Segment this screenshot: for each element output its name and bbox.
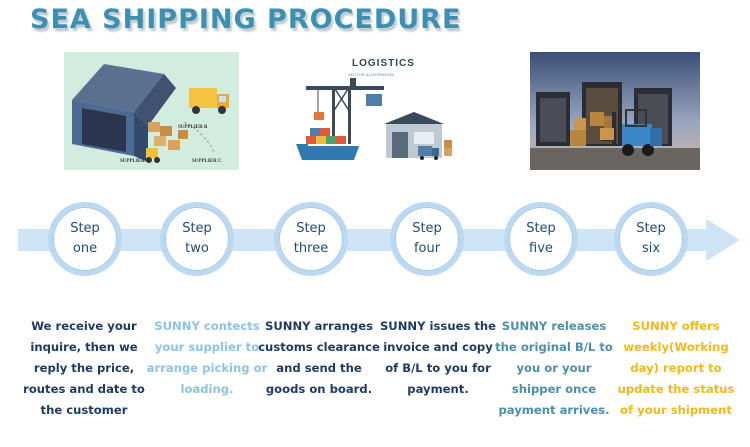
step-three-word: Step [296, 221, 326, 236]
description-line: loading. [180, 382, 234, 396]
step-five-description: SUNNY releases the original B/L to you o… [488, 316, 620, 421]
description-line: and send the [276, 361, 362, 375]
description-line: your supplier to [154, 340, 260, 354]
description-line: the customer [40, 403, 128, 417]
description-line: goods on board. [265, 382, 373, 396]
truck-loading-illustration [530, 52, 700, 170]
description-line: arrange picking or [146, 361, 268, 375]
step-six-number: six [641, 241, 661, 256]
description-line: invoice and copy [383, 340, 493, 354]
description-line: payment arrives. [498, 403, 610, 417]
description-line: of your shipment [620, 403, 732, 417]
step-two-circle: Step two [160, 202, 234, 276]
logistics-illustration: LOGISTICS VECTOR ILLUSTRATION [292, 52, 462, 170]
description-line: update the status [617, 382, 735, 396]
step-one-description: We receive your inquire, then we reply t… [18, 316, 150, 421]
step-one-number: one [72, 241, 98, 256]
step-six-description: SUNNY offers weekly(Working day) report … [610, 316, 742, 421]
step-four-number: four [413, 241, 441, 256]
step-six-circle: Step six [614, 202, 688, 276]
description-line: you or your [516, 361, 592, 375]
description-line: SUNNY issues the [379, 319, 497, 333]
description-line: payment. [407, 382, 469, 396]
description-line: the original B/L to [495, 340, 613, 354]
step-five-number: five [529, 241, 553, 256]
step-three-circle: Step three [274, 202, 348, 276]
logistics-title: LOGISTICS [352, 58, 415, 69]
description-line: reply the price, [33, 361, 135, 375]
step-four-circle: Step four [390, 202, 464, 276]
description-line: routes and date to [23, 382, 145, 396]
step-one-circle: Step one [48, 202, 122, 276]
description-line: SUNNY contects [154, 319, 260, 333]
description-line: shipper once [511, 382, 597, 396]
warehouse-illustration: SUPPLIER B SUPPLIER A SUPPLIER C [64, 52, 239, 170]
step-four-word: Step [412, 221, 442, 236]
description-line: inquire, then we [30, 340, 138, 354]
step-six-word: Step [636, 221, 666, 236]
step-two-word: Step [182, 221, 212, 236]
step-four-description: SUNNY issues the invoice and copy of B/L… [372, 316, 504, 400]
description-line: SUNNY offers [632, 319, 720, 333]
description-line: of B/L to you for [385, 361, 491, 375]
logistics-subtitle: VECTOR ILLUSTRATION [348, 72, 395, 77]
step-two-description: SUNNY contects your supplier to arrange … [141, 316, 273, 400]
step-three-number: three [293, 241, 329, 256]
step-one-word: Step [70, 221, 100, 236]
supplier-a-label: SUPPLIER A [120, 159, 150, 164]
description-line: day) report to [630, 361, 722, 375]
description-line: customs clearance [258, 340, 380, 354]
step-five-word: Step [526, 221, 556, 236]
page-title: SEA SHIPPING PROCEDURE [30, 4, 462, 35]
description-line: weekly(Working [623, 340, 729, 354]
description-line: SUNNY arranges [264, 319, 373, 333]
step-three-description: SUNNY arranges customs clearance and sen… [253, 316, 385, 400]
step-five-circle: Step five [504, 202, 578, 276]
description-line: We receive your [31, 319, 137, 333]
supplier-b-label: SUPPLIER B [178, 125, 208, 130]
step-two-number: two [185, 241, 209, 256]
description-line: SUNNY releases [501, 319, 607, 333]
supplier-c-label: SUPPLIER C [192, 159, 222, 164]
